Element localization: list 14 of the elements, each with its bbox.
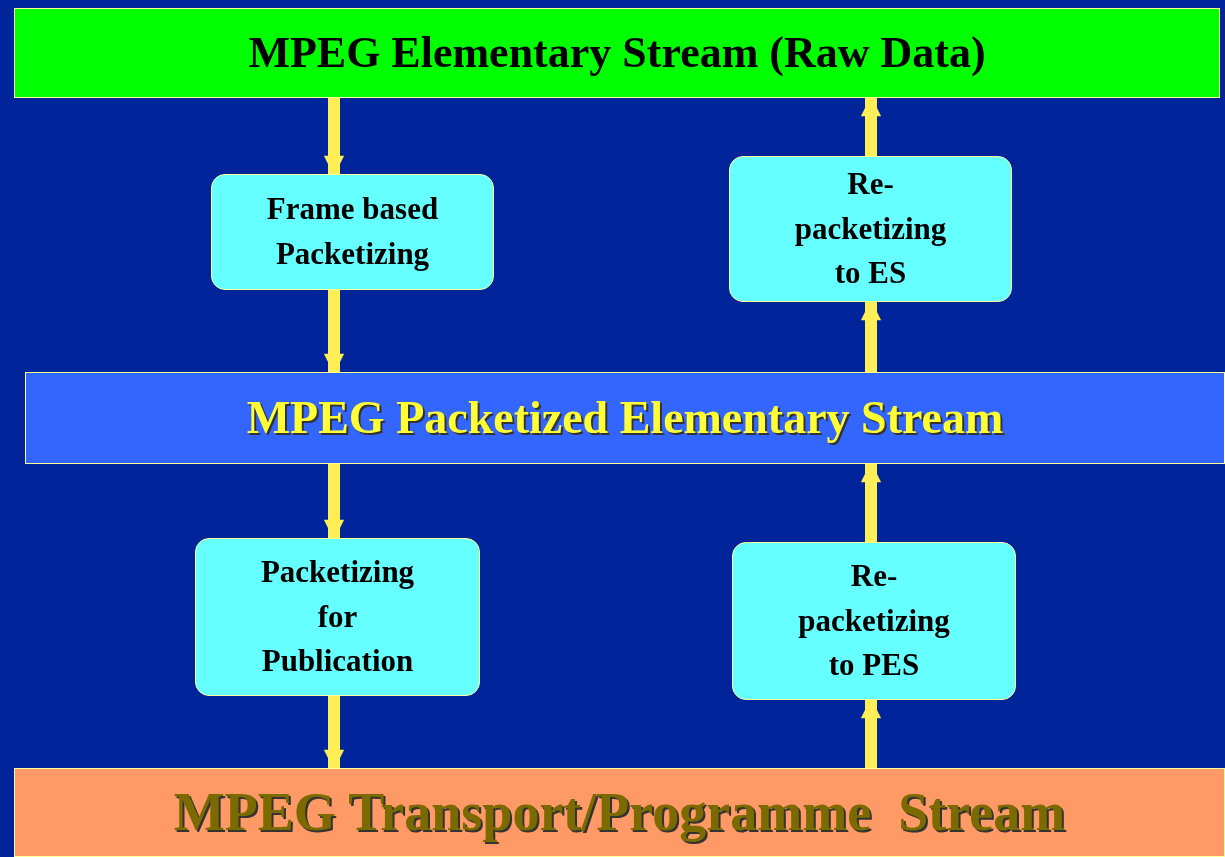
process-label: Frame based Packetizing [265, 190, 440, 273]
stream-band [25, 372, 1225, 464]
process-box [195, 538, 480, 696]
band-title: MPEG Packetized Elementary Stream [246, 392, 1004, 444]
process-label: Re-packetizing to PES [798, 556, 950, 685]
stream-band [14, 768, 1225, 857]
band-title: MPEG Elementary Stream (Raw Data) [248, 28, 986, 78]
process-label: Re-packetizing to ES [794, 164, 947, 293]
process-box [211, 174, 494, 290]
process-box [732, 542, 1016, 700]
process-label: Packetizing for Publication [260, 552, 415, 681]
band-title: MPEG Transport/Programme Stream [173, 782, 1066, 843]
process-box [729, 156, 1012, 302]
stream-band [14, 8, 1220, 98]
